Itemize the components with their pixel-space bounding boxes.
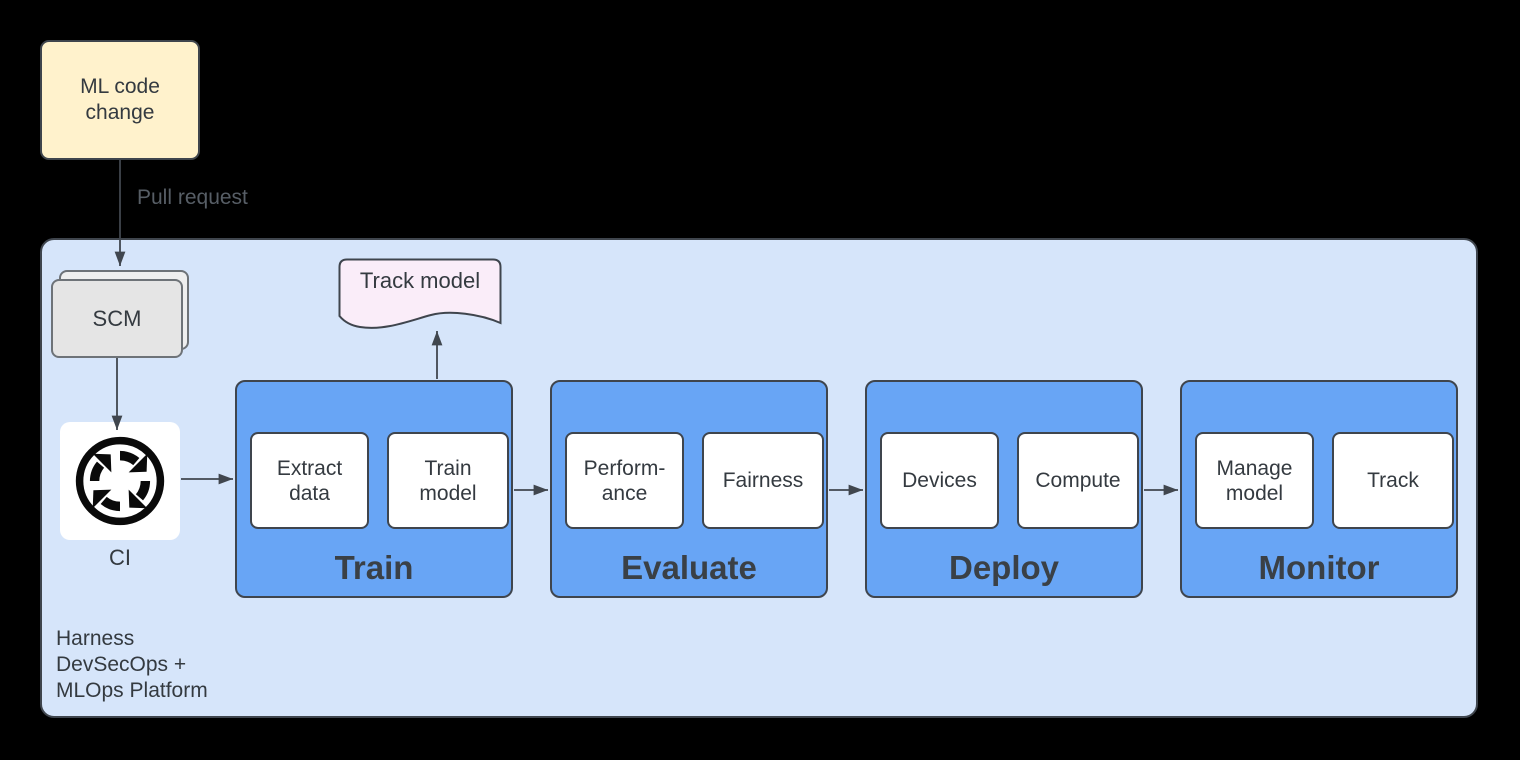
platform-label-line1: Harness bbox=[56, 627, 135, 650]
platform-label-line2: DevSecOps + bbox=[56, 653, 187, 676]
extract-data-node: Extract data bbox=[250, 432, 369, 529]
devices-label: Devices bbox=[902, 469, 977, 492]
devices-node: Devices bbox=[880, 432, 999, 529]
monitor-group-title: Monitor bbox=[1258, 549, 1380, 586]
manage-model-label: Manage model bbox=[1216, 456, 1293, 505]
platform-label-line3: MLOps Platform bbox=[56, 679, 208, 702]
scm-node: SCM bbox=[51, 279, 183, 358]
compute-label: Compute bbox=[1035, 469, 1121, 492]
performance-label: Perform-ance bbox=[583, 456, 666, 505]
ci-cycle-icon bbox=[75, 436, 165, 526]
scm-label: SCM bbox=[92, 305, 142, 331]
deploy-group: Devices Compute Deploy bbox=[865, 380, 1143, 598]
deploy-group-title: Deploy bbox=[948, 549, 1060, 586]
track-model-label: Track model bbox=[359, 268, 481, 293]
track-model-document-shape bbox=[338, 258, 502, 329]
manage-model-node: Manage model bbox=[1195, 432, 1314, 529]
fairness-label: Fairness bbox=[722, 469, 804, 492]
platform-label: Harness DevSecOps + MLOps Platform bbox=[56, 626, 208, 704]
train-model-label: Train model bbox=[419, 456, 477, 505]
fairness-node: Fairness bbox=[702, 432, 824, 529]
track-node: Track bbox=[1332, 432, 1454, 529]
train-group: Extract data Train model Train bbox=[235, 380, 513, 598]
compute-node: Compute bbox=[1017, 432, 1139, 529]
pull-request-label: Pull request bbox=[137, 186, 248, 209]
performance-node: Perform-ance bbox=[565, 432, 684, 529]
track-label: Track bbox=[1367, 469, 1419, 492]
ml-code-change-label: ML code change bbox=[80, 75, 160, 124]
ml-code-change-node: ML code change bbox=[40, 40, 200, 160]
train-group-title: Train bbox=[334, 549, 414, 586]
train-model-node: Train model bbox=[387, 432, 509, 529]
ci-node bbox=[60, 422, 180, 540]
extract-data-label: Extract data bbox=[276, 456, 343, 505]
ci-label: CI bbox=[109, 545, 131, 570]
monitor-group: Manage model Track Monitor bbox=[1180, 380, 1458, 598]
evaluate-group-title: Evaluate bbox=[621, 549, 757, 586]
evaluate-group: Perform-ance Fairness Evaluate bbox=[550, 380, 828, 598]
